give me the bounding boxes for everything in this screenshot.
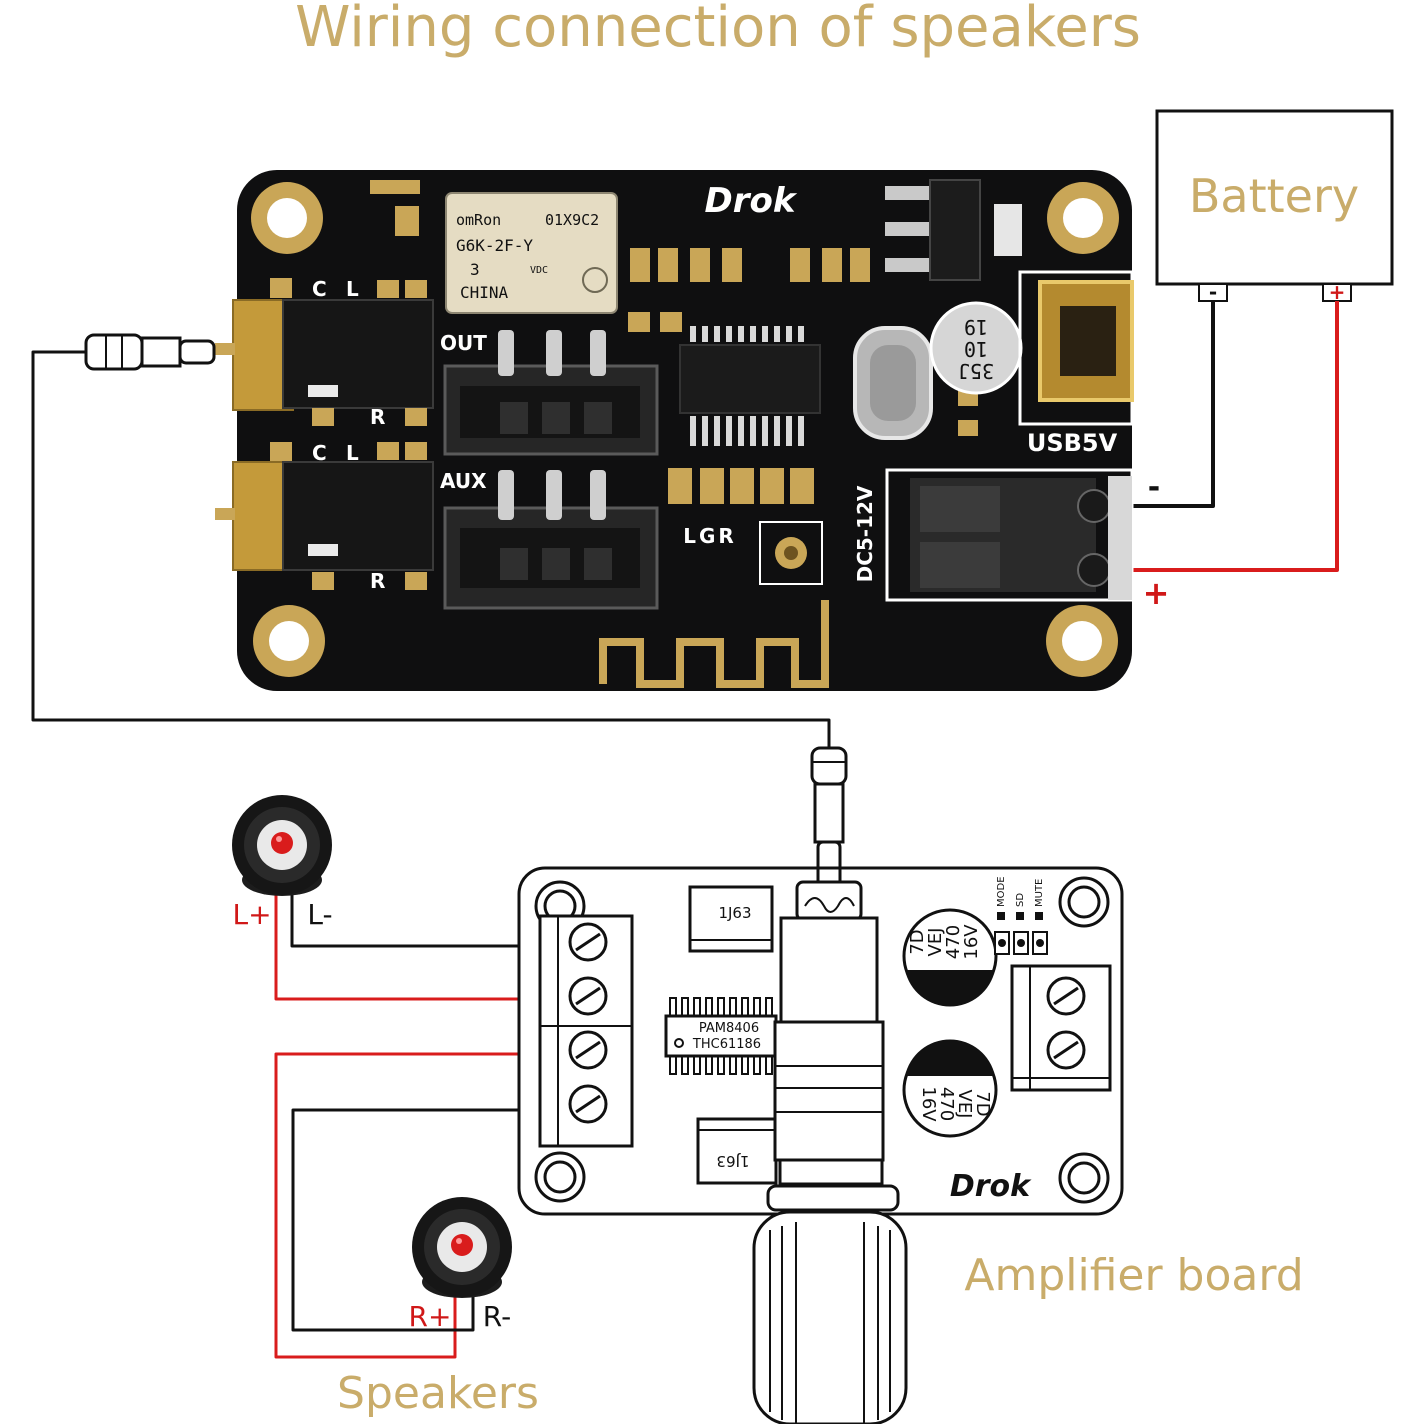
- wires: [31, 301, 1339, 1359]
- switch-sd-label: SD: [1015, 893, 1026, 907]
- wire-right-plus: [274, 1052, 540, 1359]
- speaker-terminal-block: [538, 914, 634, 1148]
- bt-cap-line2: 10: [964, 337, 988, 361]
- voltage-regulator: [885, 179, 1022, 281]
- speaker-right: [412, 1197, 512, 1298]
- audio-plug-left: [84, 333, 216, 371]
- out-jack-r-label: R: [370, 405, 385, 429]
- mode-switches: MODE SD MUTE: [994, 876, 1048, 955]
- battery-negative-mark: -: [1209, 280, 1217, 304]
- terminal-plus-label: +: [1143, 574, 1170, 612]
- battery-label: Battery: [1189, 169, 1359, 223]
- pcb-antenna-trace: [599, 600, 829, 688]
- terminal-minus-label: -: [1148, 470, 1160, 505]
- wire-left-minus: [290, 895, 540, 948]
- cap-top-line3: 470: [943, 925, 964, 959]
- amp-brand: Drok: [950, 1169, 1032, 1204]
- wire-left-plus: [274, 895, 540, 1001]
- cap-top-line1: 7D: [907, 929, 928, 954]
- relay: omRon 01X9C2 G6K-2F-Y 3 VDC CHINA: [445, 192, 618, 314]
- battery-positive-mark: +: [1329, 280, 1346, 304]
- aux-jack-l-label: L: [346, 441, 359, 465]
- aux-jack: C L R AUX: [215, 441, 487, 593]
- speakers-label: Speakers: [337, 1368, 539, 1419]
- amplifier-board-label: Amplifier board: [964, 1250, 1303, 1301]
- bt-cap-line1: 19: [964, 315, 988, 339]
- mounting-hole-top-left: [251, 182, 323, 254]
- amp-hole-top-right: [1058, 876, 1110, 928]
- diagram-title: Wiring connection of speakers: [295, 0, 1141, 60]
- relay-voltage: 3: [470, 260, 480, 279]
- cap-top-line4: 16V: [961, 924, 982, 960]
- bt-capacitor: 19 10 35J: [929, 301, 1023, 395]
- crystal-oscillator: [853, 326, 933, 440]
- audio-cable: [31, 350, 831, 748]
- out-label: OUT: [440, 331, 487, 355]
- amp-hole-bottom-left: [534, 1151, 586, 1203]
- relay-origin: CHINA: [460, 283, 509, 302]
- amplifier-board: 1J63 1J63 PAM8406 THC611: [517, 866, 1124, 1424]
- audio-plug-down: [810, 746, 848, 880]
- amp-hole-bottom-right: [1058, 1152, 1110, 1204]
- wire-right-minus: [291, 1108, 540, 1332]
- dc-terminal: DC5-12V: [853, 468, 1134, 602]
- right-minus-label: R-: [483, 1300, 511, 1333]
- usb-label: USB5V: [1027, 429, 1118, 457]
- amp-power-terminal: [1010, 964, 1112, 1092]
- aux-jack-r-label: R: [370, 569, 385, 593]
- speaker-left: [232, 795, 332, 896]
- header-bottom: [443, 470, 659, 610]
- inductor-top-label: 1J63: [718, 904, 751, 922]
- dc-label: DC5-12V: [853, 485, 877, 582]
- bt-board-brand: Drok: [705, 181, 798, 221]
- volume-potentiometer: [752, 866, 908, 1424]
- left-minus-label: L-: [307, 898, 332, 931]
- left-plus-label: L+: [232, 898, 271, 931]
- battery: Battery - +: [1155, 109, 1394, 304]
- lgr-label: LGR: [683, 524, 737, 548]
- relay-vdc: VDC: [530, 265, 548, 276]
- micro-usb-port: USB5V: [1018, 270, 1134, 457]
- chip-code: THC61186: [692, 1037, 761, 1052]
- mounting-hole-bottom-left: [253, 605, 325, 677]
- smd-components: [370, 180, 978, 504]
- cap-bottom-line1: 7D: [972, 1091, 993, 1116]
- mounting-hole-top-right: [1047, 182, 1119, 254]
- aux-label: AUX: [440, 469, 487, 493]
- inductor-top: 1J63: [688, 885, 774, 953]
- battery-negative-wire: [1110, 301, 1215, 508]
- battery-positive-wire: [1096, 301, 1339, 572]
- inductor-bottom: 1J63: [696, 1117, 778, 1185]
- cap-bottom-line2: VEJ: [954, 1090, 975, 1119]
- bluetooth-board: Drok omRon 01X9C2 G6K-2F-Y 3 VDC CHINA: [215, 170, 1169, 691]
- amp-capacitor-bottom: 7D VEJ 470 16V: [902, 1039, 998, 1138]
- relay-code: 01X9C2: [545, 211, 599, 229]
- cap-top-line2: VEJ: [925, 928, 946, 957]
- chip-model: PAM8406: [699, 1021, 759, 1036]
- header-top: [443, 330, 659, 456]
- out-jack-c-label: C: [312, 277, 327, 301]
- relay-model: G6K-2F-Y: [456, 236, 533, 255]
- cap-bottom-line4: 16V: [918, 1086, 939, 1122]
- amp-chip: PAM8406 THC61186: [664, 997, 778, 1075]
- bt-cap-line3: 35J: [958, 359, 994, 383]
- inductor-bottom-label: 1J63: [716, 1152, 749, 1170]
- antenna-connector: [759, 521, 823, 585]
- output-jack: C L R OUT: [215, 277, 487, 429]
- switch-mode-label: MODE: [996, 876, 1007, 907]
- aux-jack-c-label: C: [312, 441, 327, 465]
- switch-mute-label: MUTE: [1034, 879, 1045, 907]
- amp-capacitor-top: 7D VEJ 470 16V: [902, 908, 998, 1007]
- bt-ic: [679, 326, 821, 446]
- right-plus-label: R+: [409, 1300, 452, 1333]
- cap-bottom-line3: 470: [936, 1087, 957, 1121]
- mounting-hole-bottom-right: [1046, 605, 1118, 677]
- out-jack-l-label: L: [346, 277, 359, 301]
- relay-brand: omRon: [456, 211, 501, 229]
